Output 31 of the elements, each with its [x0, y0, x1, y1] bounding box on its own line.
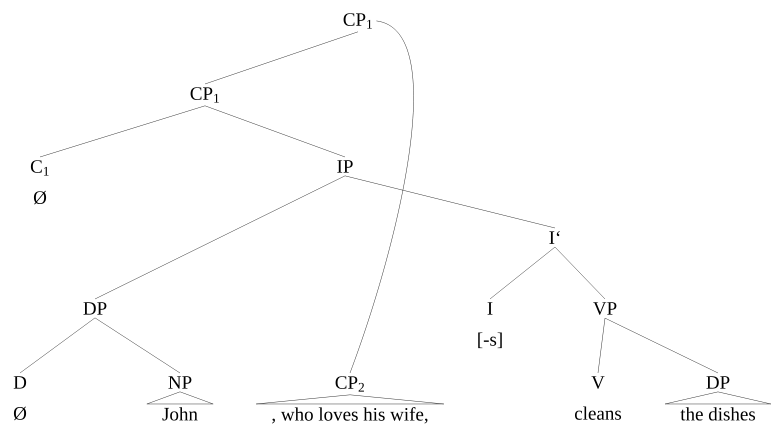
branch-line: [344, 176, 556, 228]
branch-line: [40, 106, 206, 158]
word-label: , who loves his wife,: [272, 407, 428, 424]
category-label: IP: [337, 160, 353, 173]
category-label: CP$_{2}$: [336, 376, 364, 392]
branch-line: [204, 32, 358, 84]
word-label: the dishes: [680, 407, 756, 421]
branch-line: [604, 318, 718, 374]
category-label: CP$_{1}$: [190, 87, 219, 103]
curved-line: [350, 20, 414, 374]
branch-line: [20, 318, 96, 374]
category-label: V cleans: [574, 376, 622, 420]
category-label: C$_{1}$ Ø: [30, 160, 49, 204]
triangle-line: [146, 392, 214, 404]
branch-line: [554, 246, 606, 300]
branch-line: [490, 246, 556, 300]
category-label: DP: [706, 376, 730, 389]
category-label: CP$_{1}$: [344, 13, 372, 29]
category-label: NP: [168, 376, 192, 389]
triangle-line: [256, 394, 444, 404]
category-label: DP: [83, 302, 106, 315]
branch-line: [598, 318, 606, 374]
branch-line: [94, 318, 180, 374]
triangle-line: [664, 392, 772, 404]
branch-line: [204, 106, 346, 158]
category-label: I‘: [549, 231, 560, 244]
category-label: VP: [593, 302, 616, 315]
word-label: John: [162, 407, 198, 421]
category-label: D Ø: [14, 376, 26, 420]
category-label: I [-s]: [478, 302, 502, 348]
branch-line: [94, 176, 346, 300]
